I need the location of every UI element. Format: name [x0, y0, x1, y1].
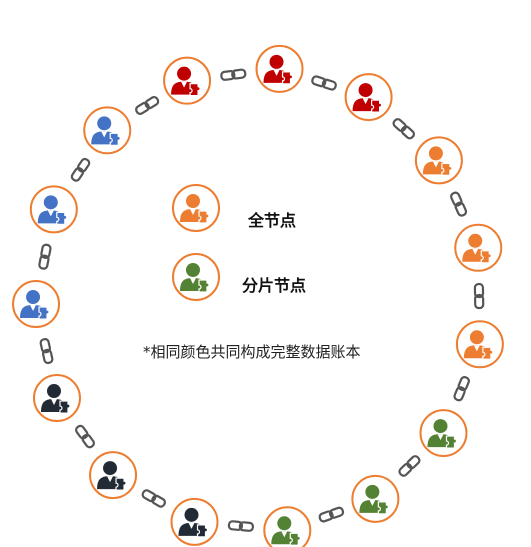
user-puzzle-icon [463, 330, 494, 360]
chain-link-icon [452, 374, 472, 403]
chain-link-icon [391, 116, 417, 141]
chain-link-icon [473, 282, 485, 310]
chain-link-icon [448, 190, 469, 218]
user-puzzle-icon [91, 116, 121, 146]
user-puzzle-icon [20, 290, 50, 320]
ring-node-circle [454, 223, 503, 272]
legend-full-node-icon [172, 184, 220, 232]
ring-node-circle [32, 374, 81, 423]
legend-full-node-label: 全节点 [248, 211, 297, 230]
ring-node-circle [351, 474, 400, 523]
user-puzzle-icon [359, 484, 389, 515]
chain-link-icon [310, 74, 338, 92]
ring-node [83, 106, 132, 155]
ring-node [414, 136, 463, 185]
chain-link-icon [140, 487, 168, 510]
ring-node-circle [29, 185, 78, 234]
user-puzzle-icon [178, 507, 209, 538]
chain-link-icon [37, 243, 53, 271]
ring-node [12, 280, 61, 329]
chain-link-icon [38, 337, 55, 365]
chain-link-icon [219, 68, 247, 82]
ring-node-circle [83, 106, 132, 155]
user-puzzle-icon [427, 419, 458, 449]
user-puzzle-icon [180, 263, 210, 293]
user-puzzle-icon [40, 384, 71, 414]
ring-node [454, 223, 503, 272]
user-puzzle-icon [462, 233, 492, 264]
chain-link-icon [133, 94, 161, 117]
chain-link-icon [396, 453, 422, 479]
ring-node-circle [170, 497, 219, 546]
chain-link-icon [227, 519, 255, 533]
ring-node-circle [419, 409, 468, 458]
user-puzzle-icon [271, 516, 301, 546]
ring-node [29, 185, 78, 234]
user-puzzle-icon [37, 195, 68, 225]
ring-node [170, 497, 219, 546]
ring-node [163, 56, 212, 105]
ring-node-circle [255, 44, 304, 93]
chain-link-icon [317, 505, 346, 524]
user-puzzle-icon [422, 146, 453, 176]
ring-node [89, 451, 138, 500]
ring-node [32, 374, 81, 423]
ring-node [419, 409, 468, 458]
ring-node-circle [414, 136, 463, 185]
user-puzzle-icon [97, 461, 127, 491]
ledger-note: *相同颜色共同构成完整数据账本 [143, 343, 361, 361]
ring-node-circle [455, 320, 504, 369]
ring-node-circle [163, 56, 212, 105]
ring-node [455, 320, 504, 369]
user-puzzle-icon [352, 83, 383, 113]
ring-node [344, 73, 393, 122]
user-puzzle-icon [263, 54, 294, 85]
ring-node-circle [344, 73, 393, 122]
chain-link-icon [73, 423, 97, 450]
legend-shard-node-label: 分片节点 [242, 276, 307, 295]
legend-shard-node-icon [172, 253, 220, 301]
ring-node-circle [89, 451, 138, 500]
ring-nodes [12, 44, 504, 547]
ring-node-circle [12, 280, 61, 329]
user-puzzle-icon [180, 194, 210, 224]
ring-node [255, 44, 304, 93]
ring-node [263, 506, 312, 547]
user-puzzle-icon [171, 66, 201, 97]
ring-node [351, 474, 400, 523]
chain-link-icon [69, 156, 92, 184]
